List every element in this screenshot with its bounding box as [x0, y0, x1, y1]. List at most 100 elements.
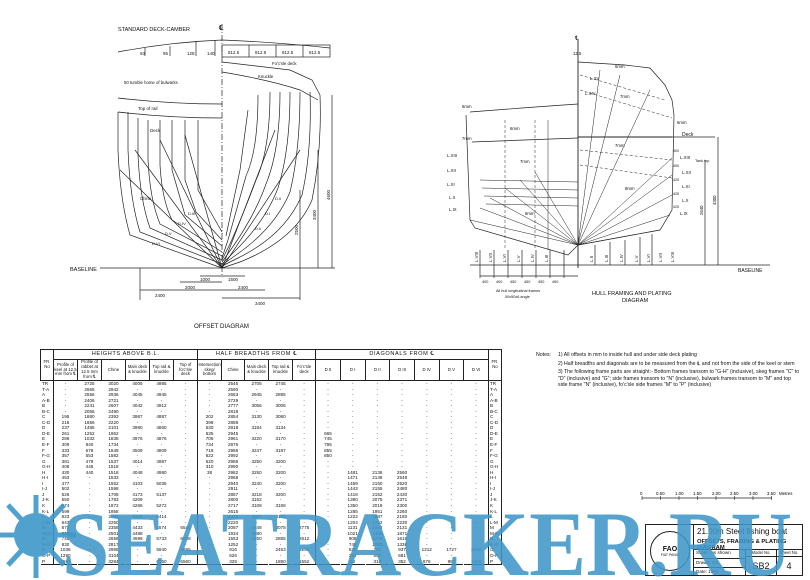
offset-table: FR. No HEIGHTS ABOVE B.L. HALF BREADTHS … — [40, 349, 502, 565]
offset-value: - — [425, 541, 428, 547]
offset-value: - — [197, 486, 222, 492]
right-spacing: 400 — [673, 164, 679, 168]
offset-value: - — [315, 508, 341, 515]
offset-table-container: FR. No HEIGHTS ABOVE B.L. HALF BREADTHS … — [40, 349, 502, 565]
offset-value: - — [303, 530, 305, 536]
offset-value: 676 — [422, 558, 431, 564]
frame-number-right: I — [487, 480, 502, 487]
frame-number: C-D — [42, 419, 51, 425]
offset-value: 1582 — [108, 453, 119, 459]
column-header: Chine — [221, 359, 246, 381]
offset-value: - — [53, 386, 78, 393]
offset-value: 3987 — [132, 414, 143, 420]
offset-value: - — [255, 552, 258, 558]
offset-value: - — [401, 464, 403, 470]
offset-value: - — [184, 464, 187, 470]
camber-spacing: 812.5 — [309, 50, 321, 55]
camber-spacing: 812.5 — [228, 50, 240, 55]
offset-value: - — [450, 458, 453, 464]
offset-value: 2867 — [227, 491, 239, 497]
offset-value: 1481 — [347, 469, 358, 475]
offset-value: - — [475, 414, 477, 420]
top-dim: 12.5 — [573, 51, 582, 56]
offset-value: 2300 — [396, 503, 408, 509]
offset-value: - — [136, 386, 139, 392]
header-heights: HEIGHTS ABOVE B.L. — [52, 349, 199, 360]
offset-value: 1533 — [108, 475, 119, 481]
offset-value: - — [136, 442, 139, 448]
offset-value: 406 — [53, 464, 78, 470]
offset-value: 2220 — [108, 419, 119, 425]
offset-value: 2717 — [227, 503, 239, 509]
offset-value: 745 — [348, 541, 357, 547]
offset-value: - — [401, 436, 403, 442]
sheet-no-label: Sheet No. — [776, 549, 802, 557]
offset-value: 2250 — [298, 547, 310, 553]
offset-value: - — [279, 475, 282, 481]
offset-value: - — [376, 408, 379, 414]
offset-value: 1962 — [108, 430, 119, 436]
offset-value: - — [88, 486, 91, 492]
offset-value: - — [425, 453, 428, 459]
offset-value: 309 — [53, 442, 78, 448]
offset-value: - — [425, 486, 428, 492]
offset-value: 38 — [197, 469, 222, 476]
column-header: Profile of rabbet at 12.5 mm from ℄ — [77, 359, 102, 381]
baseline-label: BASELINE — [738, 268, 763, 274]
offset-value: 357 — [53, 453, 78, 459]
offset-value: 440 — [85, 469, 94, 475]
offset-value: - — [315, 497, 341, 504]
frame-number-right: F-G — [487, 453, 502, 459]
offset-value: 2406 — [84, 397, 95, 403]
offset-value: 430 — [53, 469, 78, 476]
offset-value: - — [376, 442, 379, 448]
offset-value: - — [303, 381, 305, 386]
offset-value: - — [450, 514, 453, 520]
offset-value: 2945 — [227, 430, 239, 436]
offset-value: 2131 — [396, 525, 408, 531]
bottom-spacing: 450 — [538, 280, 544, 284]
offset-value: - — [401, 408, 403, 414]
offset-value: - — [315, 469, 341, 476]
offset-value: - — [197, 491, 222, 498]
offset-value: - — [425, 425, 428, 431]
offset-value: - — [197, 397, 222, 404]
frame-number: D-E — [42, 430, 50, 436]
offset-value: 2665 — [84, 386, 95, 392]
frame-number-right: E-F — [487, 442, 502, 448]
offset-value: - — [160, 541, 163, 547]
offset-value: 626 — [229, 552, 237, 558]
offset-value: - — [376, 425, 379, 431]
tank-top-label: Tank top — [695, 159, 709, 163]
offset-value: - — [450, 541, 453, 547]
label-deck: Deck — [150, 128, 161, 133]
offset-value: 3155 — [275, 514, 286, 520]
offset-value: - — [351, 447, 354, 453]
offset-value: - — [255, 419, 258, 425]
offset-value: 4042 — [132, 403, 143, 409]
offset-value: - — [197, 508, 222, 515]
scale-text: Scale : as shown — [694, 549, 746, 559]
offset-value: 1708 — [108, 491, 119, 497]
offset-value: - — [450, 386, 453, 392]
offset-value: - — [160, 386, 163, 392]
header-half-breadths: HALF BREADTHS FROM ℄ — [197, 349, 317, 360]
offset-value: - — [160, 419, 163, 425]
diagonal-label: D.III — [188, 211, 195, 216]
offset-value: - — [425, 436, 428, 442]
offset-diagram — [100, 24, 335, 300]
header-fr-no: FR. No — [40, 349, 54, 381]
offset-value: 310 — [373, 558, 382, 564]
frame-number-right: O-P — [487, 552, 502, 559]
offset-value: 1518 — [108, 464, 119, 470]
offset-value: - — [475, 458, 477, 464]
offset-value: 1951 — [372, 508, 383, 514]
offset-value: - — [401, 453, 403, 459]
offset-value: 2241 — [84, 403, 95, 409]
frame-note: All hull longitudinal frames — [496, 289, 540, 293]
offset-value: - — [184, 430, 187, 436]
offset-value: - — [425, 514, 428, 520]
